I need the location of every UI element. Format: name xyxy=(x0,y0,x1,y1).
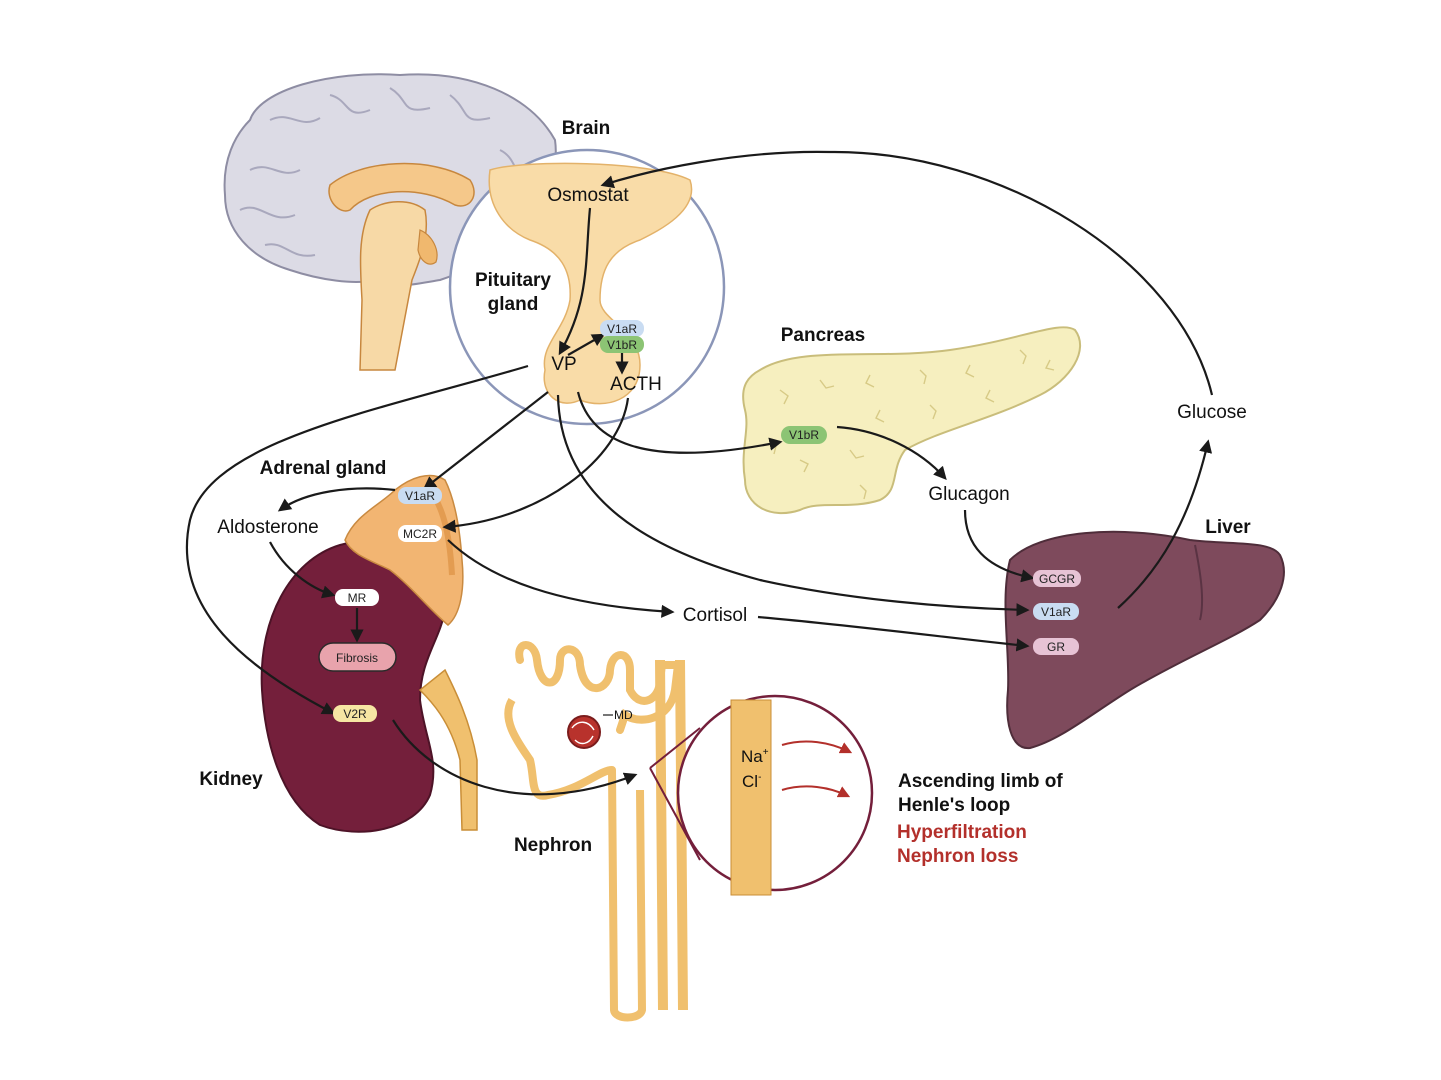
svg-text:V1aR: V1aR xyxy=(1041,605,1071,619)
pituitary-label-line1: Pituitary xyxy=(475,270,551,291)
svg-text:V2R: V2R xyxy=(343,707,367,721)
vp-label: VP xyxy=(551,354,576,375)
acth-label: ACTH xyxy=(610,374,662,395)
arrow-v2r-to-nephron xyxy=(392,719,638,796)
kidney-label: Kidney xyxy=(199,769,263,790)
henle-label-line1: Ascending limb of xyxy=(898,771,1063,792)
pituitary-inset xyxy=(448,148,726,426)
svg-text:V1aR: V1aR xyxy=(607,322,637,336)
svg-text:GR: GR xyxy=(1047,640,1065,654)
henle-inset xyxy=(649,694,874,896)
svg-text:V1bR: V1bR xyxy=(607,338,637,352)
text-labels: Brain Osmostat Pituitary gland VP ACTH P… xyxy=(199,118,1251,867)
cl-label: Cl- xyxy=(742,772,761,791)
pancreas-label: Pancreas xyxy=(781,325,866,346)
arrow-vp-to-pancreas xyxy=(576,391,783,454)
svg-text:Fibrosis: Fibrosis xyxy=(336,651,378,665)
chip-liver-gcgr: GCGR xyxy=(1033,570,1081,587)
svg-text:GCGR: GCGR xyxy=(1039,572,1075,586)
nephron-label: Nephron xyxy=(514,835,592,856)
arrow-v1ar-to-aldosterone xyxy=(277,487,396,512)
osmostat-label: Osmostat xyxy=(547,185,629,206)
pathway-arrows xyxy=(185,150,1214,796)
chip-pancreas-v1br: V1bR xyxy=(781,426,827,444)
chip-adrenal-mc2r: MC2R xyxy=(398,525,442,542)
svg-text:V1aR: V1aR xyxy=(405,489,435,503)
svg-text:MC2R: MC2R xyxy=(403,527,437,541)
svg-text:MR: MR xyxy=(348,591,367,605)
arrow-vp-to-v1ar xyxy=(567,333,606,356)
arrow-osmostat-to-vp xyxy=(558,207,592,356)
arrow-vp-to-liver-v1ar xyxy=(556,394,1030,617)
arrow-mc2r-to-cortisol xyxy=(447,539,675,618)
cortisol-label: Cortisol xyxy=(683,605,747,626)
arrow-cortisol-to-gr xyxy=(757,615,1030,652)
brain-label: Brain xyxy=(562,118,611,139)
chip-kidney-mr: MR xyxy=(335,589,379,606)
receptor-chips: V1aR V1bR V1bR V1aR MC2R MR Fibrosis V2 xyxy=(318,320,1081,722)
henle-label-line2: Henle's loop xyxy=(898,795,1010,816)
effect-hyperfiltration: Hyperfiltration xyxy=(897,822,1027,843)
chip-liver-gr: GR xyxy=(1033,638,1079,655)
chip-adrenal-v1ar: V1aR xyxy=(398,487,442,504)
effect-nephron-loss: Nephron loss xyxy=(897,846,1018,867)
chip-pituitary-v1ar: V1aR xyxy=(600,320,644,337)
liver-label: Liver xyxy=(1205,517,1251,538)
nephron-illustration xyxy=(504,641,688,1022)
svg-text:V1bR: V1bR xyxy=(789,428,819,442)
arrow-liver-to-glucose xyxy=(1117,439,1213,609)
chip-liver-v1ar: V1aR xyxy=(1033,603,1079,620)
adrenal-label: Adrenal gland xyxy=(260,458,387,479)
aldosterone-label: Aldosterone xyxy=(217,517,318,538)
arrow-acth-to-mc2r xyxy=(442,397,630,533)
arrow-aldosterone-to-mr xyxy=(269,541,336,599)
glucagon-label: Glucagon xyxy=(928,484,1009,505)
arrow-glucose-to-osmostat xyxy=(600,150,1214,396)
chip-kidney-v2r: V2R xyxy=(333,705,377,722)
kidney-illustration xyxy=(260,540,478,833)
arrow-vp-to-v2r xyxy=(185,364,529,715)
arrow-vp-to-adrenal xyxy=(422,391,549,490)
chip-kidney-fibrosis: Fibrosis xyxy=(318,642,397,672)
na-label: Na+ xyxy=(741,747,769,766)
pituitary-label-line2: gland xyxy=(488,294,539,315)
arrow-v1br-to-glucagon xyxy=(836,425,947,480)
chip-pituitary-v1br: V1bR xyxy=(600,336,644,353)
glucose-label: Glucose xyxy=(1177,402,1247,423)
pancreas-illustration xyxy=(742,326,1081,515)
arrow-glucagon-to-gcgr xyxy=(963,509,1035,583)
md-label: MD xyxy=(614,708,633,722)
